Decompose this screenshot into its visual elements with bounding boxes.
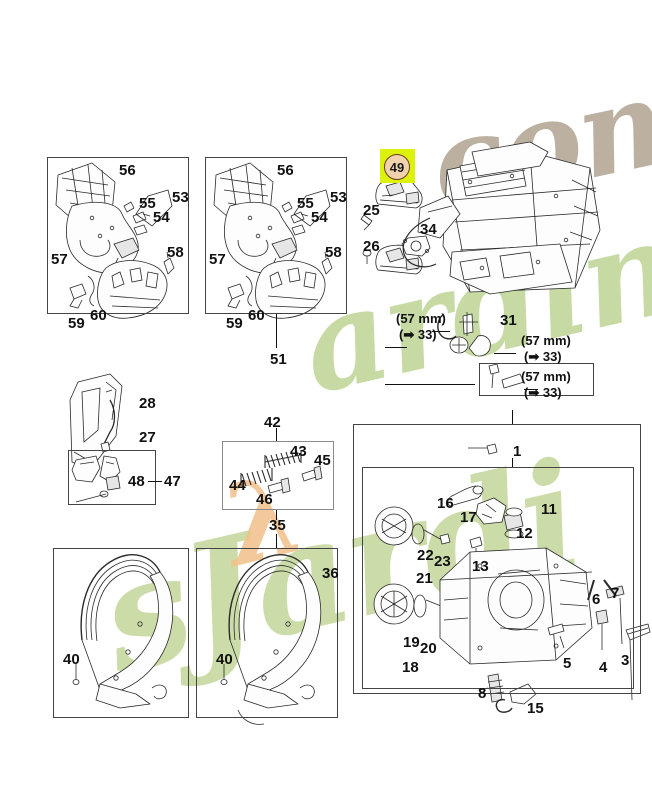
leader-mm2 bbox=[385, 347, 407, 348]
callout-6: 6 bbox=[592, 591, 601, 608]
panel-spring-kit bbox=[222, 441, 334, 510]
callout-40-left: 40 bbox=[63, 651, 80, 668]
callout-36: 36 bbox=[322, 565, 339, 582]
panel-engine-inner bbox=[362, 467, 634, 689]
engine-block-upper bbox=[402, 141, 601, 295]
panel-bracket-inset bbox=[68, 450, 156, 505]
panel-air-filter-left bbox=[47, 157, 189, 314]
callout-57-left: 57 bbox=[51, 251, 68, 268]
callout-22: 22 bbox=[417, 547, 434, 564]
leader-35 bbox=[276, 510, 277, 520]
callout-58-right: 58 bbox=[325, 244, 342, 261]
panel-engine-outer bbox=[353, 424, 641, 694]
callout-53-right: 53 bbox=[330, 189, 347, 206]
callout-34: 34 bbox=[420, 221, 437, 238]
highlight-callout-49[interactable]: 49 bbox=[384, 154, 410, 180]
callout-19: 19 bbox=[403, 634, 420, 651]
leader-mm3 bbox=[385, 384, 475, 385]
callout-59-left: 59 bbox=[68, 315, 85, 332]
callout-26: 26 bbox=[363, 238, 380, 255]
callout-55-right: 55 bbox=[297, 195, 314, 212]
callout-51: 51 bbox=[270, 351, 287, 368]
air-filter-group-right bbox=[213, 162, 333, 319]
callout-35: 35 bbox=[269, 517, 286, 534]
callout-16: 16 bbox=[437, 495, 454, 512]
handle-bar-right bbox=[220, 554, 322, 725]
leader-mm3b bbox=[524, 389, 538, 390]
callout-60-left: 60 bbox=[90, 307, 107, 324]
callout-15: 15 bbox=[527, 700, 544, 717]
callout-13: 13 bbox=[472, 558, 489, 575]
leader-35b bbox=[276, 534, 277, 548]
mm-size-3: (57 mm) bbox=[521, 369, 571, 384]
carburettor-group bbox=[360, 173, 431, 275]
callout-58-left: 58 bbox=[167, 244, 184, 261]
callout-46: 46 bbox=[256, 491, 273, 508]
mm-size-2: (57 mm) bbox=[521, 333, 571, 348]
callout-43: 43 bbox=[290, 443, 307, 460]
callout-7: 7 bbox=[611, 585, 620, 602]
callout-44: 44 bbox=[229, 477, 246, 494]
callout-28: 28 bbox=[139, 395, 156, 412]
leader-mm1 bbox=[432, 331, 450, 332]
callout-23: 23 bbox=[434, 553, 451, 570]
leader-42 bbox=[276, 428, 277, 441]
callout-55-left: 55 bbox=[139, 195, 156, 212]
leader-1 bbox=[512, 410, 513, 424]
engine-block-lower bbox=[373, 443, 651, 713]
callout-40-right: 40 bbox=[216, 651, 233, 668]
callout-56-right: 56 bbox=[277, 162, 294, 179]
mm-size-1: (57 mm) bbox=[396, 311, 446, 326]
callout-59-right: 59 bbox=[226, 315, 243, 332]
callout-11: 11 bbox=[541, 501, 557, 518]
callout-54-right: 54 bbox=[311, 209, 328, 226]
callout-60-right: 60 bbox=[248, 307, 265, 324]
mm-ref-3: (➡ 33) bbox=[524, 385, 562, 400]
callout-42: 42 bbox=[264, 414, 281, 431]
callout-56-left: 56 bbox=[119, 162, 136, 179]
small-hardware-group bbox=[437, 312, 525, 389]
callout-57-right: 57 bbox=[209, 251, 226, 268]
callout-31: 31 bbox=[500, 312, 517, 329]
callout-1: 1 bbox=[513, 443, 522, 460]
air-filter-group-left bbox=[55, 162, 175, 319]
leader-mm2b bbox=[494, 353, 516, 354]
panel-air-filter-right bbox=[205, 157, 347, 314]
callout-17: 17 bbox=[460, 509, 477, 526]
callout-47: 47 bbox=[164, 473, 181, 490]
mm-ref-2: (➡ 33) bbox=[524, 349, 562, 364]
callout-12: 12 bbox=[516, 525, 533, 542]
callout-5: 5 bbox=[563, 655, 572, 672]
callout-4: 4 bbox=[599, 659, 608, 676]
leader-51 bbox=[276, 314, 277, 348]
handle-bar-left bbox=[72, 554, 174, 709]
leader-47 bbox=[148, 481, 162, 482]
panel-handle-right bbox=[196, 548, 338, 718]
callout-27: 27 bbox=[139, 429, 156, 446]
highlight-number: 49 bbox=[389, 159, 405, 175]
top-handle-group bbox=[69, 373, 123, 503]
callout-53-left: 53 bbox=[172, 189, 189, 206]
mm-ref-1: (➡ 33) bbox=[399, 327, 437, 342]
panel-mm-inset bbox=[479, 363, 594, 396]
callout-48: 48 bbox=[128, 473, 145, 490]
callout-20: 20 bbox=[420, 640, 437, 657]
callout-18: 18 bbox=[402, 659, 419, 676]
callout-8: 8 bbox=[478, 685, 487, 702]
callout-3: 3 bbox=[621, 652, 630, 669]
callout-21: 21 bbox=[416, 570, 433, 587]
callout-25: 25 bbox=[363, 202, 380, 219]
panel-handle-left bbox=[53, 548, 189, 718]
leader-1b bbox=[512, 458, 513, 467]
callout-45: 45 bbox=[314, 452, 331, 469]
spring-kit-group bbox=[240, 449, 323, 494]
callout-54-left: 54 bbox=[153, 209, 170, 226]
